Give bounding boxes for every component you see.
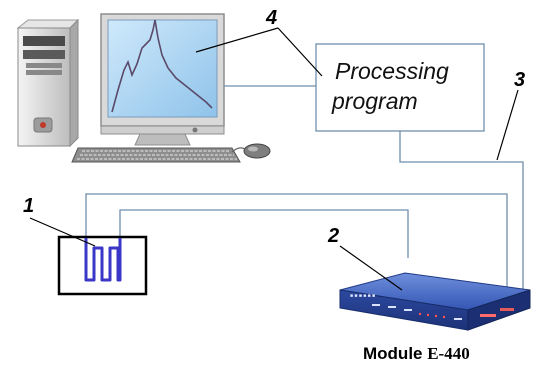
monitor-icon bbox=[100, 13, 225, 146]
sensor-coil bbox=[84, 238, 122, 282]
desktop-tower-icon bbox=[16, 18, 80, 148]
processing-label-line1: Processing bbox=[335, 58, 449, 84]
label-1: 1 bbox=[23, 195, 34, 217]
mouse-icon bbox=[231, 143, 271, 159]
wire-sensor-inner bbox=[119, 209, 409, 258]
signal-curve bbox=[111, 19, 213, 113]
processing-program-box: Processing program bbox=[315, 43, 485, 132]
pointer-4-to-monitor bbox=[195, 27, 279, 53]
pointer-1 bbox=[29, 217, 96, 247]
pointer-3 bbox=[496, 89, 519, 161]
svg-text:■ ■ ■ ■ ■ ■: ■ ■ ■ ■ ■ ■ bbox=[350, 293, 375, 299]
pointer-2 bbox=[339, 245, 403, 291]
label-3: 3 bbox=[514, 69, 525, 91]
pointer-4-to-program bbox=[277, 27, 323, 77]
label-2: 2 bbox=[327, 225, 339, 247]
adc-module-icon: ■ ■ ■ ■ ■ ■ bbox=[339, 272, 531, 331]
keyboard-icon bbox=[71, 147, 241, 163]
module-caption: Module E-440 bbox=[363, 344, 470, 363]
label-4: 4 bbox=[265, 7, 277, 29]
pointer-lines bbox=[29, 27, 519, 291]
module-caption-prefix: Module bbox=[363, 344, 427, 363]
heater-sensor-icon bbox=[57, 235, 148, 296]
wire-sensor-outer bbox=[85, 193, 508, 288]
processing-label-line2: program bbox=[331, 88, 418, 114]
wires bbox=[85, 85, 524, 300]
wire-program-to-module bbox=[399, 131, 524, 300]
module-caption-model: E-440 bbox=[427, 344, 470, 363]
